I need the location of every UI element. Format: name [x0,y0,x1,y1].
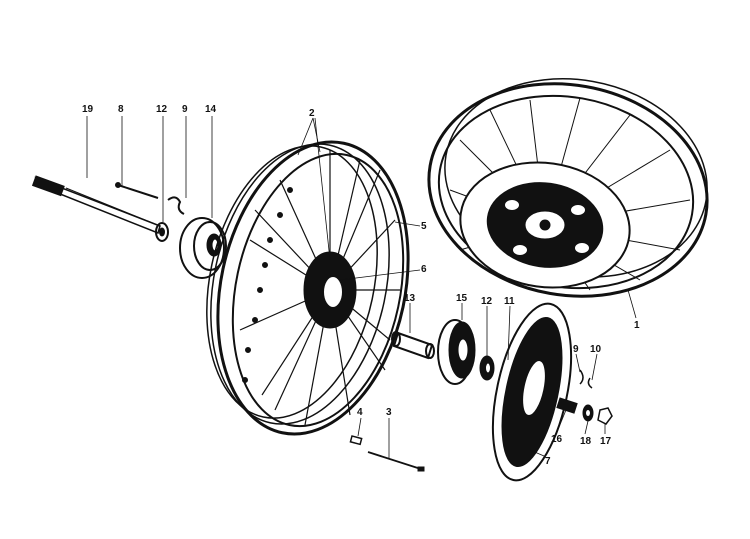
callout-9-left: 9 [182,104,188,115]
axle-part [31,175,161,235]
callout-6: 6 [421,264,427,275]
callout-14: 14 [205,104,217,115]
callout-7: 7 [545,456,551,467]
clip-part-left [167,196,185,215]
valve-stem-part [367,451,425,472]
callout-10: 10 [590,344,602,355]
callout-19: 19 [82,104,94,115]
callout-5: 5 [421,221,427,232]
bearing-part-right [437,319,476,385]
callout-13: 13 [404,293,416,304]
brake-disc-part [491,302,573,482]
washer-part [582,404,594,422]
bearing-part-left [179,217,227,279]
callout-16: 16 [551,434,563,445]
callout-18: 18 [580,436,592,447]
callout-2: 2 [309,108,315,119]
valve-part [349,435,363,446]
callout-11: 11 [504,296,515,307]
spacer-part-left [155,222,169,242]
callout-17: 17 [600,436,612,447]
nut-part [597,407,613,425]
spoked-wheel-assembly [206,140,410,436]
callout-4: 4 [357,407,363,418]
callout-15: 15 [456,293,468,304]
clip-part-right [579,369,593,389]
callout-1: 1 [634,320,640,331]
callout-9-right: 9 [573,344,579,355]
spacer-tube-part [391,331,435,360]
leader-lines [86,116,637,458]
callout-12-right: 12 [481,296,493,307]
wheel-with-disc [427,78,709,298]
callout-3: 3 [386,407,392,418]
spacer-part-right [479,355,495,381]
bolt-part [115,182,159,199]
callout-12-left: 12 [156,104,168,115]
callout-8: 8 [118,104,124,115]
